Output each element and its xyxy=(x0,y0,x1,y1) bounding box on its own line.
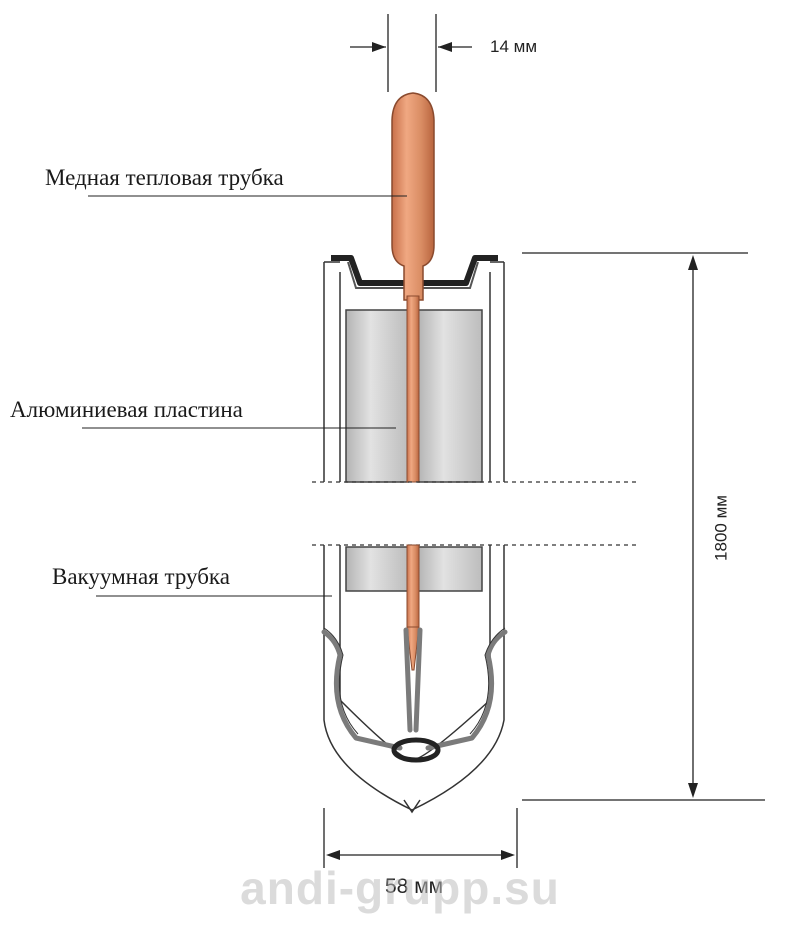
break-lines xyxy=(312,481,638,546)
copper-heat-pipe-label: Медная тепловая трубка xyxy=(45,165,284,190)
vacuum-tube-upper xyxy=(323,261,505,482)
aluminum-plate-lower xyxy=(345,546,483,592)
aluminum-plate-label: Алюминиевая пластина xyxy=(10,397,243,422)
tube-diameter-value: 58 мм xyxy=(385,875,444,898)
tube-length-value: 1800 мм xyxy=(711,495,731,561)
tube-diameter-dimension xyxy=(323,808,518,868)
holder-ring xyxy=(391,737,441,763)
pipe-diameter-value: 14 мм xyxy=(490,37,538,56)
spring-holder xyxy=(321,627,508,751)
leader-lines xyxy=(82,195,407,597)
copper-heat-pipe xyxy=(391,92,435,483)
vacuum-tube-label: Вакуумная трубка xyxy=(52,564,230,589)
tube-length-dimension xyxy=(522,252,765,801)
copper-pipe-lower xyxy=(406,544,420,671)
watermark: andi-grupp.su xyxy=(240,862,560,914)
spring-holder-outline xyxy=(323,627,506,735)
aluminum-plate-upper xyxy=(345,309,483,483)
pipe-diameter-dimension xyxy=(350,14,472,92)
